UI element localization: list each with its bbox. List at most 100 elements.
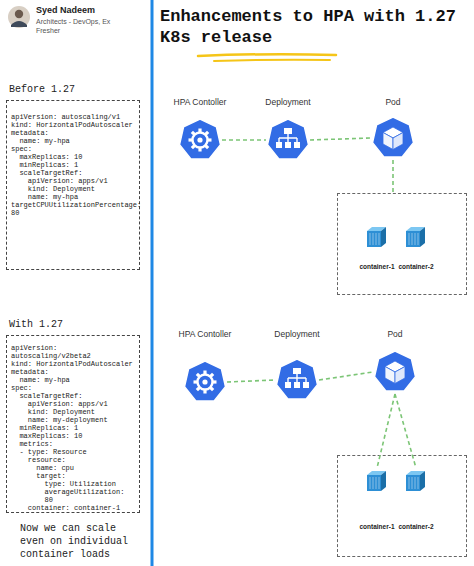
code-box: Before 1.27apiVersion: autoscaling/v1kin…	[6, 100, 140, 270]
gear-hub	[197, 137, 202, 142]
container-front	[367, 475, 381, 491]
dashed-connector	[395, 394, 416, 468]
code-line: metadata:	[11, 368, 135, 376]
container-stripe	[376, 233, 377, 245]
container-node: container-2	[403, 468, 429, 494]
code-box: With 1.27apiVersion: autoscaling/v2beta2…	[6, 335, 140, 513]
container-side	[381, 227, 386, 247]
icon-label: HPA Contoller	[179, 329, 232, 339]
k8s-icon	[371, 116, 415, 160]
code-line: name: my-deployment	[11, 416, 135, 424]
code-line: kind: Deployment	[11, 185, 135, 193]
divider-line	[151, 0, 154, 566]
dashed-connector	[392, 160, 394, 193]
avatar-photo	[8, 6, 30, 28]
container-stripe	[415, 477, 416, 489]
code-line: minReplicas: 1	[11, 424, 135, 432]
container-label: container-1	[359, 263, 394, 271]
icon-label: Deployment	[265, 97, 310, 107]
tree-leaf	[303, 382, 309, 388]
code-line: type: Utilization	[11, 480, 135, 488]
container-node: container-2	[403, 224, 429, 250]
k8s-icon-node: Deployment	[266, 118, 310, 162]
tree-root	[284, 128, 292, 134]
icon-label: Deployment	[274, 329, 319, 339]
tree-branch	[288, 374, 306, 382]
code-line: averageUtilization: 80	[11, 488, 135, 504]
gear-ring	[193, 133, 208, 148]
avatar-body	[11, 21, 27, 27]
cube-left	[383, 133, 393, 150]
code-line: - type: Resource	[11, 448, 135, 456]
container-node: container-1	[364, 468, 390, 494]
container-front	[367, 231, 381, 247]
code-heading: Before 1.27	[9, 84, 75, 96]
container-icon	[364, 224, 390, 250]
code-line: scaleTargetRef:	[11, 392, 135, 400]
code-line: scaleTargetRef:	[11, 169, 135, 177]
container-stripe	[373, 233, 374, 245]
code-line: minReplicas: 1	[11, 161, 135, 169]
container-stripe	[418, 233, 419, 245]
gear-ring	[198, 375, 213, 390]
k8s-icon	[178, 118, 222, 162]
k8s-icon-node: Pod	[373, 350, 417, 394]
container-side	[381, 471, 386, 491]
code-line: name: my-hpa	[11, 137, 135, 145]
code-line: kind: HorizontalPodAutoscaler	[11, 121, 135, 129]
container-label: container-2	[398, 523, 433, 531]
gear-tooth	[213, 380, 217, 383]
icon-label: Pod	[385, 97, 400, 107]
gear-tooth	[191, 131, 196, 136]
code-line: spec:	[11, 145, 135, 153]
container-stripe	[412, 233, 413, 245]
gear-tooth	[198, 148, 201, 152]
gear-tooth	[203, 371, 206, 375]
dashed-connector	[310, 138, 371, 140]
gear-tooth	[198, 129, 201, 133]
diagram-title: Enhancements to HPA with 1.27 K8s releas…	[160, 6, 472, 48]
heptagon-badge	[268, 119, 309, 159]
heptagon-badge	[180, 119, 221, 159]
heptagon-badge	[375, 351, 416, 391]
gear-tooth	[209, 386, 214, 391]
icon-label: Pod	[387, 329, 402, 339]
container-stripe	[415, 233, 416, 245]
container-stripe	[418, 477, 419, 489]
container-group: container-1 container-2	[337, 193, 467, 295]
code-line: name: my-hpa	[11, 376, 135, 384]
gear-tooth	[209, 373, 214, 378]
avatar-head	[15, 10, 23, 18]
k8s-icon	[266, 118, 310, 162]
container-stripe	[379, 477, 380, 489]
container-stripe	[379, 233, 380, 245]
k8s-icon-node: Deployment	[275, 358, 319, 402]
dashed-connector	[319, 372, 373, 380]
icon-glyph	[373, 117, 414, 157]
icon-glyph	[277, 359, 318, 399]
code-line: resource:	[11, 456, 135, 464]
code-line: apiVersion: apps/v1	[11, 400, 135, 408]
k8s-icon-node: HPA Contoller	[178, 118, 222, 162]
heptagon-badge	[277, 359, 318, 399]
tree-leaf	[294, 382, 300, 388]
tree-leaf	[285, 382, 291, 388]
gear-tooth	[189, 138, 193, 141]
container-front	[406, 231, 420, 247]
code-line: targetCPUUtilizationPercentage: 80	[11, 201, 135, 217]
gear-tooth	[203, 390, 206, 394]
container-label: container-2	[398, 263, 433, 271]
code-line: kind: HorizontalPodAutoscaler	[11, 360, 135, 368]
container-label: container-1	[359, 523, 394, 531]
code-line: target:	[11, 472, 135, 480]
icon-glyph	[375, 351, 416, 391]
gear-hub	[202, 379, 207, 384]
code-line: container: container-1	[11, 504, 135, 512]
k8s-icon	[373, 350, 417, 394]
container-stripe	[376, 477, 377, 489]
title-underline	[214, 60, 330, 61]
code-line: maxReplicas: 10	[11, 153, 135, 161]
icon-label: HPA Contoller	[174, 97, 227, 107]
code-line: apiVersion: autoscaling/v1	[11, 113, 135, 121]
